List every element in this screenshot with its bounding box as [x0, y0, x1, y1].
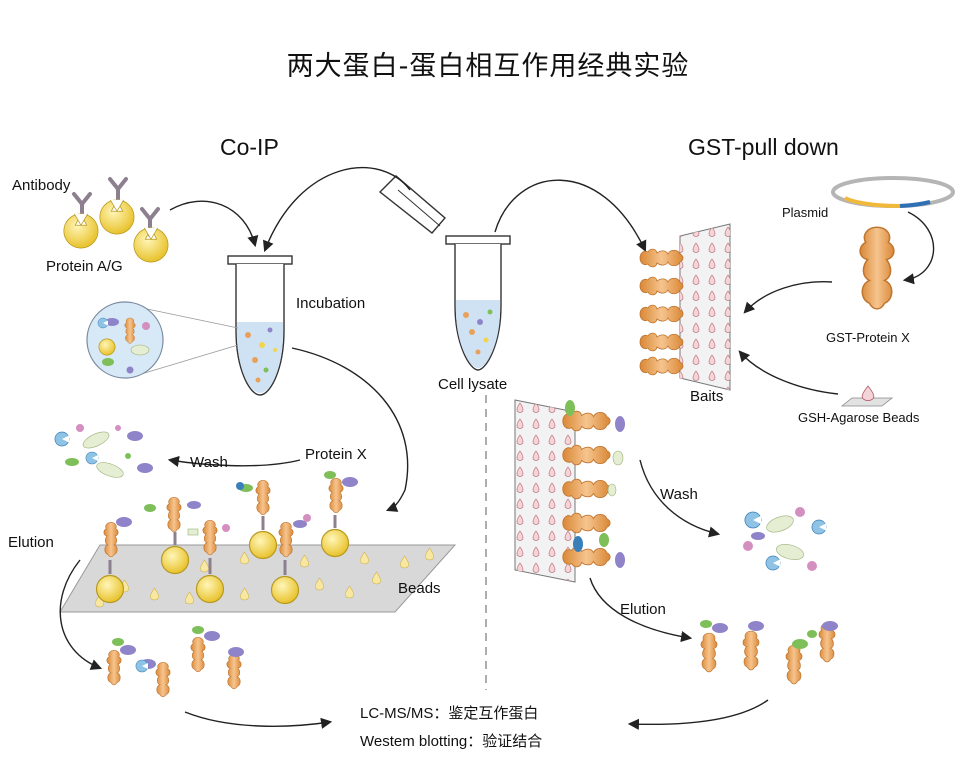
gst-heading: GST-pull down — [688, 134, 839, 160]
bound-column — [514, 399, 625, 583]
plasmid-ring — [831, 176, 955, 209]
wash-label-right: Wash — [660, 486, 698, 503]
baits-label: Baits — [690, 388, 724, 405]
arrow-elution-left — [59, 559, 103, 670]
magnified-view — [86, 301, 239, 379]
result-lcms-label: LC-MS/MS：鉴定互作蛋白 — [360, 705, 539, 722]
gst-protein-x-label: GST-Protein X — [826, 330, 910, 345]
arrow-beads-to-baits — [738, 350, 839, 395]
baits-column — [639, 223, 731, 391]
incubation-label: Incubation — [296, 295, 366, 312]
gsh-beads-label: GSH-Agarose Beads — [798, 410, 920, 425]
antibody-protein-ag-group — [63, 177, 169, 263]
arrow-protein-to-baits — [743, 281, 833, 314]
plasmid-label: Plasmid — [782, 205, 829, 220]
arrow-lysate-to-gst — [494, 179, 647, 253]
eluted-complexes-left — [106, 626, 244, 698]
cell-lysate-label: Cell lysate — [438, 376, 508, 393]
beads-platform — [59, 471, 457, 613]
arrow-plasmid-to-protein — [902, 211, 935, 285]
diagram-title: 两大蛋白-蛋白相互作用经典实验 — [286, 51, 690, 82]
gst-protein-x-shape — [859, 226, 895, 310]
washed-proteins — [54, 424, 153, 478]
arrow-wash-left — [167, 455, 301, 467]
wash-label-left: Wash — [190, 454, 228, 471]
arrow-elution-right — [589, 577, 693, 643]
eluted-complexes-right — [700, 620, 838, 685]
washed-proteins-right — [743, 507, 827, 571]
arrow-antibody-to-tube — [169, 200, 259, 248]
elution-label-left: Elution — [8, 534, 54, 551]
elution-label-right: Elution — [620, 601, 666, 618]
protein-x-label: Protein X — [305, 446, 367, 463]
arrow-lysate-to-coip — [263, 166, 411, 253]
cell-lysate-tube — [378, 175, 511, 371]
arrow-incubation-to-beads — [291, 347, 409, 512]
arrow-wash-right — [639, 459, 721, 538]
arrow-to-results-left — [184, 711, 333, 729]
arrow-to-results-right — [627, 699, 769, 730]
result-western-label: Westem blotting：验证结合 — [360, 733, 543, 750]
protein-ag-label: Protein A/G — [46, 258, 123, 275]
coip-heading: Co-IP — [220, 134, 279, 160]
beads-label: Beads — [398, 580, 441, 597]
gsh-bead-icon — [840, 385, 894, 407]
antibody-label: Antibody — [12, 177, 71, 194]
incubation-tube — [227, 255, 293, 396]
